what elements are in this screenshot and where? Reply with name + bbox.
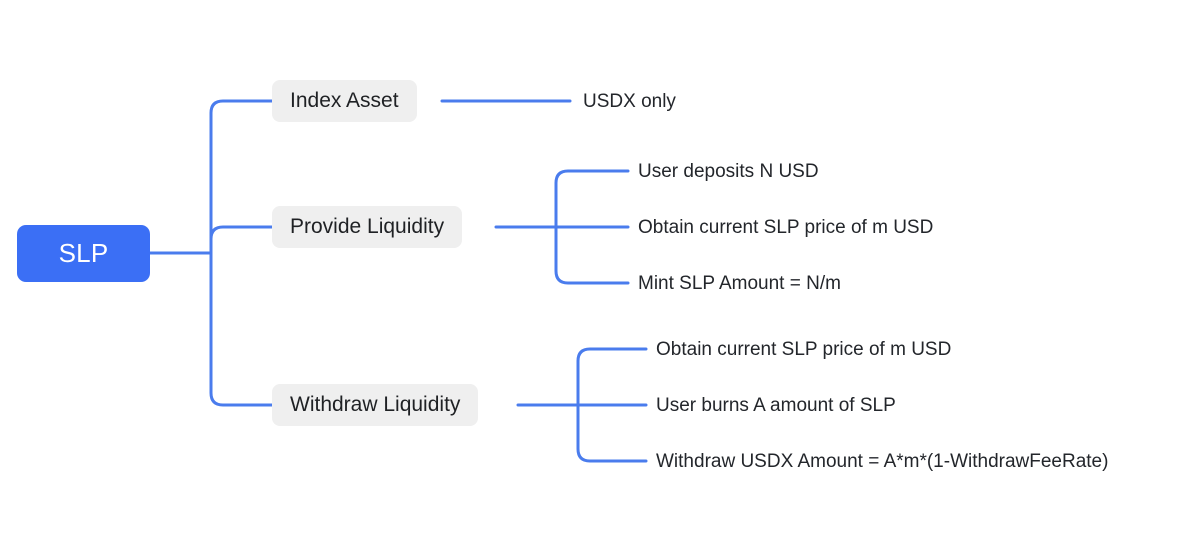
leaf-node-withdraw-usdx-amount[interactable]: Withdraw USDX Amount = A*m*(1-WithdrawFe… [656,451,1109,472]
link-trunk-provide-liquidity [209,225,274,255]
root-node-slp[interactable]: SLP [17,225,150,282]
leaf-node-usdx-only[interactable]: USDX only [583,91,676,112]
leaf-node-obtain-slp-price-withdraw[interactable]: Obtain current SLP price of m USD [656,339,952,360]
link-withdraw-leaf-obtain-price [576,347,648,407]
link-withdraw-leaf-withdraw-amount [576,403,648,463]
branch-node-withdraw-liquidity[interactable]: Withdraw Liquidity [272,384,479,426]
link-trunk-withdraw-liquidity [209,251,274,407]
branch-node-index-asset[interactable]: Index Asset [272,80,417,122]
branch-node-provide-liquidity[interactable]: Provide Liquidity [272,206,463,248]
leaf-node-user-deposits[interactable]: User deposits N USD [638,161,819,182]
link-provide-leaf-user-deposits [554,169,630,229]
link-trunk-index-asset [209,99,274,255]
leaf-node-obtain-slp-price-provide[interactable]: Obtain current SLP price of m USD [638,217,934,238]
leaf-node-mint-slp-amount[interactable]: Mint SLP Amount = N/m [638,273,841,294]
leaf-node-user-burns-slp[interactable]: User burns A amount of SLP [656,395,896,416]
link-provide-leaf-mint-slp [554,225,630,285]
